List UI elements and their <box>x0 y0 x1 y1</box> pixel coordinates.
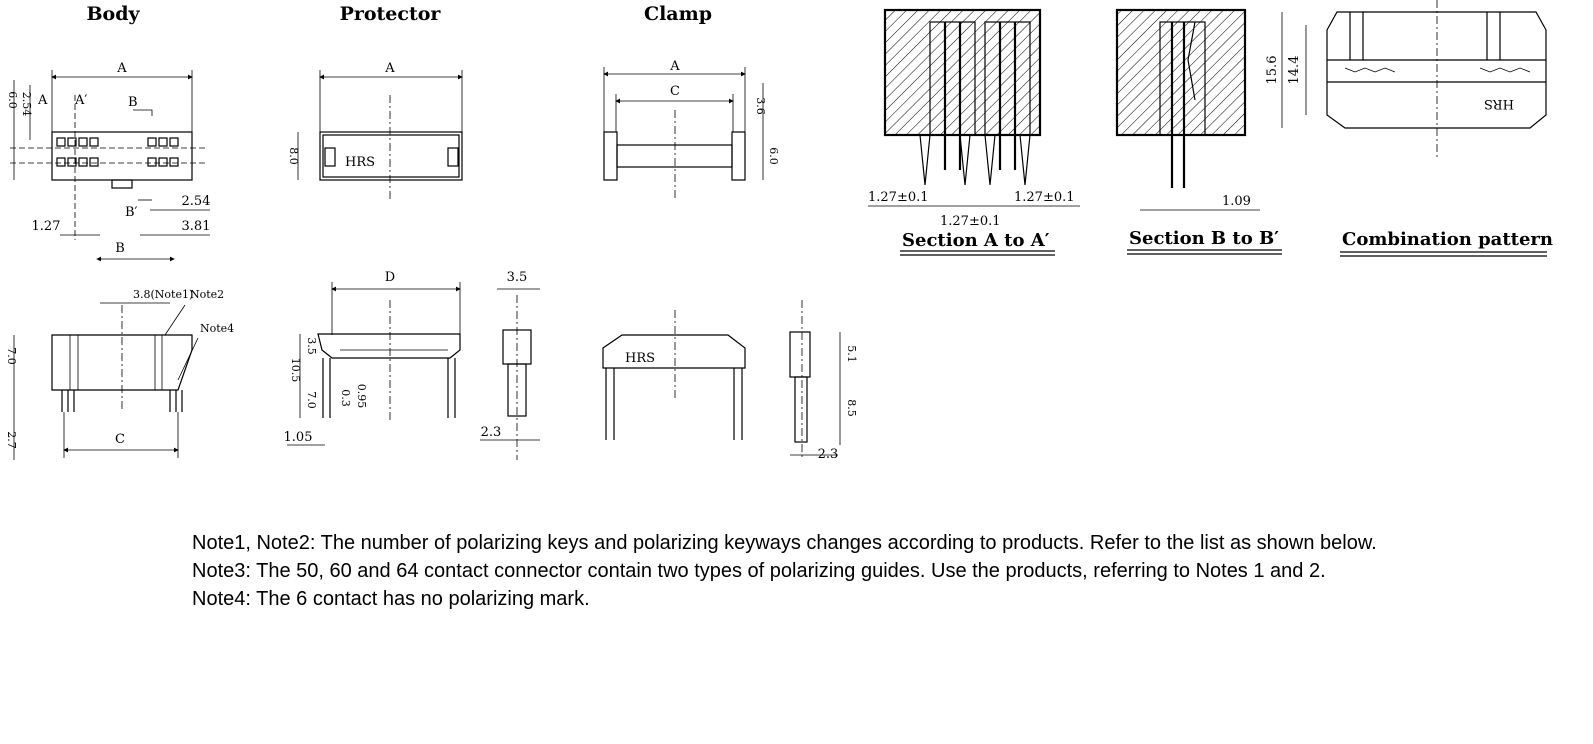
dim-combination-15-6: 15.6 <box>1265 56 1280 85</box>
dim-protector-end-3-5: 3.5 <box>507 270 528 285</box>
protector-hrs-mark: HRS <box>345 155 375 170</box>
dim-clamp-5-1: 5.1 <box>845 345 858 363</box>
dim-section-a-left: 1.27±0.1 <box>868 190 929 205</box>
protector-side-view: D 10.5 3.5 7.0 0.3 0.95 1.05 <box>284 270 461 446</box>
section-b-prime-marker: B′ <box>125 205 138 220</box>
body-title: Body <box>86 3 140 25</box>
dim-protector-end-2-3: 2.3 <box>481 425 502 440</box>
note2-callout: Note2 <box>190 288 224 301</box>
body-side-view: 3.8(Note1) Note2 Note4 7.0 2.7 C <box>5 288 234 460</box>
dim-protector-0-3: 0.3 <box>339 389 352 407</box>
dim-body-2-54-left: 2.54 <box>20 92 33 117</box>
section-b-marker: B <box>128 95 138 110</box>
dim-clamp-c: C <box>670 84 680 99</box>
note4-callout: Note4 <box>200 322 234 335</box>
protector-end-view: 3.5 2.3 <box>480 270 540 460</box>
note-line-2: Note3: The 50, 60 and 64 contact connect… <box>192 560 1326 582</box>
clamp-title: Clamp <box>644 3 712 25</box>
dim-section-a-center: 1.27±0.1 <box>940 214 1001 229</box>
dim-clamp-8-5: 8.5 <box>845 399 858 417</box>
section-b-title: Section B to B′ <box>1129 228 1279 249</box>
dim-clamp-6-0: 6.0 <box>767 147 780 165</box>
section-a-marker: A <box>37 93 48 108</box>
section-a-view: 1.27±0.1 1.27±0.1 1.27±0.1 Section A to … <box>868 8 1080 256</box>
section-a-title: Section A to A′ <box>902 230 1050 251</box>
dim-protector-1-05: 1.05 <box>284 430 313 445</box>
dim-protector-a: A <box>384 61 395 76</box>
dim-body-1-27: 1.27 <box>32 219 61 234</box>
protector-title: Protector <box>340 3 442 25</box>
note-line-1: Note1, Note2: The number of polarizing k… <box>192 532 1377 554</box>
body-contact-array <box>56 137 179 167</box>
section-b-view: 1.09 Section B to B′ <box>1115 8 1282 255</box>
combination-pattern-view: HRS 15.6 14.4 Combination pattern <box>1265 0 1553 257</box>
dim-clamp-2-3: 2.3 <box>818 447 839 462</box>
dim-section-a-right: 1.27±0.1 <box>1014 190 1075 205</box>
section-a-prime-marker: A′ <box>74 93 87 108</box>
dim-protector-8-0: 8.0 <box>287 147 300 165</box>
dim-section-b-1-09: 1.09 <box>1222 194 1251 209</box>
dim-body-6-0: 6.0 <box>6 91 19 109</box>
clamp-top-view: A C 3.6 6.0 <box>603 59 780 200</box>
dim-clamp-3-6: 3.6 <box>754 97 767 115</box>
clamp-hrs-mark: HRS <box>625 351 655 366</box>
combination-title: Combination pattern <box>1342 229 1553 250</box>
dim-body-a: A <box>116 61 127 76</box>
clamp-end-view: 5.1 8.5 2.3 <box>789 300 858 462</box>
note-line-3: Note4: The 6 contact has no polarizing m… <box>192 588 590 610</box>
dim-body-c: C <box>115 432 125 447</box>
dim-body-b: B <box>115 241 125 256</box>
note1-callout: 3.8(Note1) <box>133 288 193 301</box>
dim-body-7-0: 7.0 <box>5 347 18 365</box>
combination-hrs-mark: HRS <box>1484 96 1514 111</box>
notes-block: Note1, Note2: The number of polarizing k… <box>192 529 1572 613</box>
dim-protector-d: D <box>385 270 395 285</box>
dim-clamp-a: A <box>669 59 680 74</box>
protector-top-view: A HRS 8.0 <box>287 61 463 200</box>
dim-body-2-7: 2.7 <box>5 431 18 449</box>
dim-protector-10-5: 10.5 <box>289 358 302 383</box>
technical-drawing: Body Protector Clamp A A A′ B B′ <box>5 0 1553 462</box>
dim-protector-3-5: 3.5 <box>305 337 318 355</box>
dim-body-3-81: 3.81 <box>182 219 211 234</box>
clamp-side-view: HRS <box>602 310 746 440</box>
dim-body-2-54: 2.54 <box>182 194 211 209</box>
dim-protector-0-95: 0.95 <box>355 384 368 409</box>
dim-combination-14-4: 14.4 <box>1287 56 1302 85</box>
body-top-view: A A A′ B B′ 6.0 2.54 1.27 2. <box>6 61 211 262</box>
dim-protector-7-0: 7.0 <box>305 391 318 409</box>
